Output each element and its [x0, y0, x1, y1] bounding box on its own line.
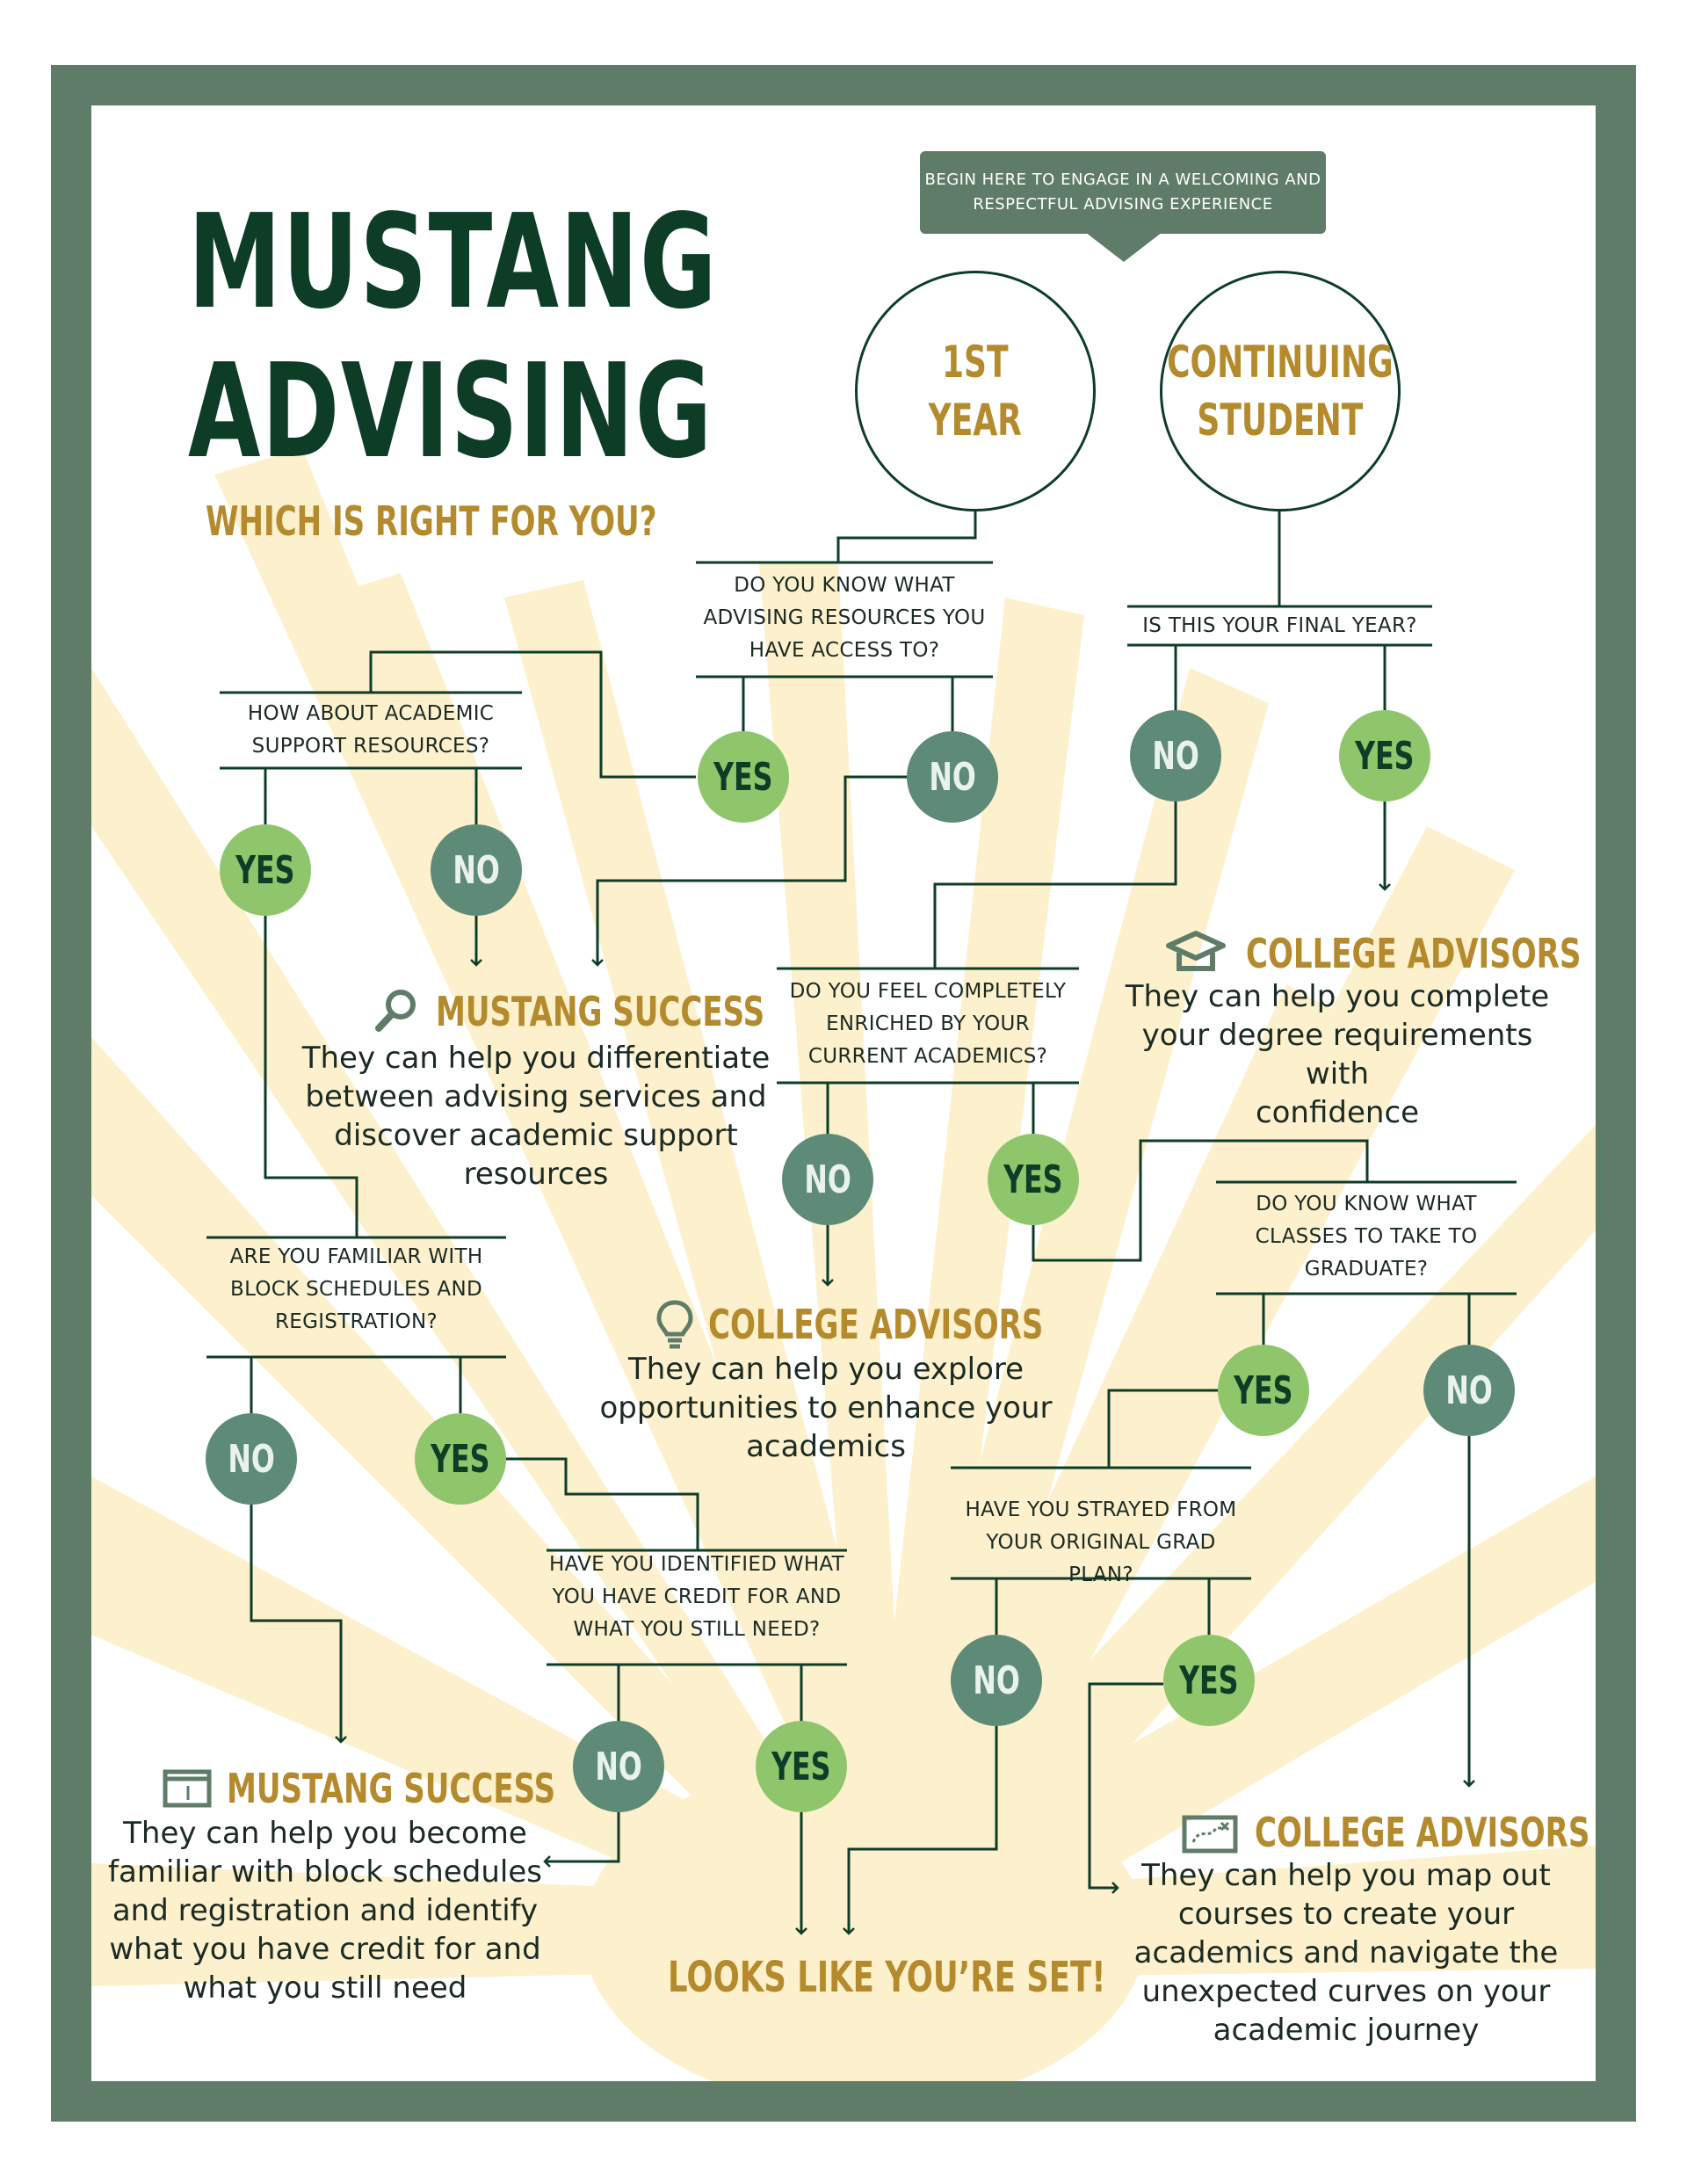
answer-yes-enriched: YES	[988, 1134, 1079, 1225]
question-enriched: DO YOU FEEL COMPLETELY ENRICHED BY YOUR …	[789, 980, 1067, 1068]
first-year-circle: 1ST YEAR	[855, 271, 1096, 512]
answer-no-strayed: NO	[951, 1635, 1042, 1726]
answer-no-know-resources: NO	[907, 731, 998, 823]
result-college-advisors-2-body: They can help you explore opportunities …	[599, 1352, 1053, 1464]
continuing-student-circle: CONTINUING STUDENT	[1160, 271, 1401, 512]
calendar-icon	[163, 1769, 212, 1808]
yes-label: YES	[713, 754, 773, 800]
question-credit: HAVE YOU IDENTIFIED WHAT YOU HAVE CREDIT…	[548, 1553, 845, 1641]
yes-label: YES	[1355, 733, 1415, 779]
result-college-advisors-1-title: COLLEGE ADVISORS	[1246, 930, 1582, 977]
result-mustang-success-2-title: MUSTANG SUCCESS	[227, 1765, 556, 1812]
no-label: NO	[595, 1744, 642, 1789]
subtitle: WHICH IS RIGHT FOR YOU?	[206, 497, 657, 545]
no-label: NO	[1152, 733, 1199, 779]
no-label: NO	[1445, 1368, 1493, 1413]
no-label: NO	[453, 847, 500, 893]
answer-yes-credit: YES	[756, 1721, 847, 1812]
answer-no-academic-support: NO	[431, 824, 522, 916]
graduation-cap-icon	[1166, 931, 1226, 971]
answer-yes-know-classes: YES	[1218, 1345, 1309, 1436]
start-callout: BEGIN HERE TO ENGAGE IN A WELCOMING AND …	[920, 151, 1326, 234]
question-know-classes: DO YOU KNOW WHAT CLASSES TO TAKE TO GRAD…	[1255, 1193, 1478, 1281]
result-mustang-success-1-body: They can help you differentiate between …	[301, 1041, 771, 1192]
answer-yes-block-schedules: YES	[415, 1413, 506, 1505]
result-college-advisors-2-title: COLLEGE ADVISORS	[708, 1301, 1044, 1348]
question-academic-support: HOW ABOUT ACADEMIC SUPPORT RESOURCES?	[247, 702, 495, 758]
start-callout-pointer	[1085, 232, 1162, 262]
map-icon	[1182, 1815, 1238, 1854]
answer-yes-know-resources: YES	[698, 731, 789, 823]
no-label: NO	[973, 1658, 1020, 1703]
yes-label: YES	[771, 1744, 831, 1789]
question-know-resources: DO YOU KNOW WHAT ADVISING RESOURCES YOU …	[703, 574, 986, 662]
yes-label: YES	[431, 1436, 490, 1482]
title-line-2: ADVISING	[188, 336, 713, 487]
yes-label: YES	[1234, 1368, 1293, 1413]
result-college-advisors-3-body: They can help you map out courses to cre…	[1133, 1858, 1559, 2048]
answer-no-know-classes: NO	[1423, 1345, 1515, 1436]
yes-label: YES	[1179, 1658, 1239, 1703]
title-line-1: MUSTANG	[188, 186, 718, 337]
answer-no-final-year: NO	[1130, 710, 1221, 802]
yes-label: YES	[235, 847, 295, 893]
no-label: NO	[929, 754, 976, 800]
yes-label: YES	[1003, 1157, 1063, 1202]
result-looks-like-youre-set: LOOKS LIKE YOU’RE SET!	[668, 1953, 1106, 2002]
result-mustang-success-2-body: They can help you become familiar with b…	[108, 1816, 542, 2006]
question-final-year: IS THIS YOUR FINAL YEAR?	[1142, 614, 1417, 637]
answer-no-credit: NO	[573, 1721, 664, 1812]
no-label: NO	[804, 1157, 851, 1202]
lightbulb-icon	[656, 1300, 693, 1349]
continuing-student-label: CONTINUING STUDENT	[1167, 337, 1394, 446]
question-block-schedules: ARE YOU FAMILIAR WITH BLOCK SCHEDULES AN…	[229, 1245, 483, 1333]
answer-yes-academic-support: YES	[220, 824, 311, 916]
result-mustang-success-1-title: MUSTANG SUCCESS	[436, 988, 765, 1035]
question-strayed: HAVE YOU STRAYED FROM YOUR ORIGINAL GRAD…	[965, 1498, 1237, 1586]
answer-no-block-schedules: NO	[206, 1413, 297, 1505]
start-callout-text: BEGIN HERE TO ENGAGE IN A WELCOMING AND …	[924, 171, 1321, 214]
no-label: NO	[228, 1436, 275, 1482]
first-year-label: 1ST YEAR	[928, 337, 1023, 446]
result-college-advisors-3-title: COLLEGE ADVISORS	[1255, 1809, 1590, 1856]
answer-no-enriched: NO	[782, 1134, 873, 1225]
magnifier-icon	[375, 990, 416, 1032]
answer-yes-strayed: YES	[1163, 1635, 1255, 1726]
answer-yes-final-year: YES	[1339, 710, 1430, 802]
result-college-advisors-1-body: They can help you complete your degree r…	[1125, 979, 1550, 1130]
